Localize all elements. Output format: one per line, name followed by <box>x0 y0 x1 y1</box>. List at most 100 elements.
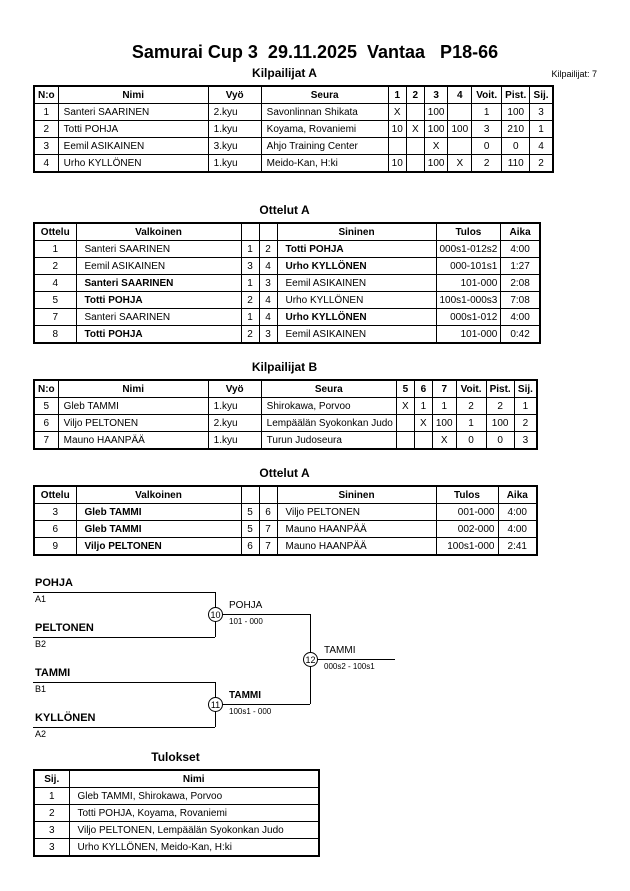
cell-r3: 100 <box>423 103 449 121</box>
cell-r4: 100 <box>447 120 473 138</box>
pool-a-heading: Kilpailijat A <box>252 66 317 80</box>
cell-white-no: 6 <box>240 537 260 556</box>
cell-result: 101-000 <box>435 325 502 344</box>
cell-wins: 1 <box>455 414 487 432</box>
col-result: Tulos <box>435 222 502 241</box>
col-club: Seura <box>260 379 397 398</box>
cell-belt: 1.kyu <box>207 120 262 138</box>
cell-r6: 1 <box>413 397 433 415</box>
col-r7: 7 <box>431 379 457 398</box>
cell-place: 3 <box>33 838 70 857</box>
cell-place: 3 <box>513 431 538 450</box>
col-blue: Sininen <box>276 222 437 241</box>
cell-result: 002-000 <box>435 520 499 538</box>
bracket-line <box>33 727 215 728</box>
cell-result: 000s1-012s2 <box>435 240 502 258</box>
cell-r4 <box>447 103 473 121</box>
cell-blue: Urho KYLLÖNEN <box>276 308 437 326</box>
col-r2: 2 <box>405 85 425 104</box>
cell-place: 2 <box>33 804 70 822</box>
header-row: Ottelu Valkoinen Sininen Tulos Aika <box>33 222 541 241</box>
cell-name: Totti POHJA, Koyama, Rovaniemi <box>68 804 320 822</box>
cell-blue: Mauno HAANPÄÄ <box>276 537 437 556</box>
cell-name: Eemil ASIKAINEN <box>57 137 209 155</box>
cell-wins: 2 <box>455 397 487 415</box>
table-row: 3 Viljo PELTONEN, Lempäälän Syokonkan Ju… <box>33 821 320 839</box>
table-row: 1 Santeri SAARINEN 1 2 Totti POHJA 000s1… <box>33 240 541 258</box>
cell-white-no: 3 <box>240 257 260 275</box>
cell-name: Mauno HAANPÄÄ <box>57 431 209 450</box>
table-row: 5 Totti POHJA 2 4 Urho KYLLÖNEN 100s1-00… <box>33 291 541 309</box>
cell-white: Totti POHJA <box>75 291 242 309</box>
cell-result: 100s1-000 <box>435 537 499 556</box>
matches-b-table: Ottelu Valkoinen Sininen Tulos Aika 3 Gl… <box>33 485 538 556</box>
col-match: Ottelu <box>33 485 77 504</box>
cell-r2 <box>405 103 425 121</box>
matches-a-table: Ottelu Valkoinen Sininen Tulos Aika 1 Sa… <box>33 222 541 344</box>
col-name: Nimi <box>57 379 209 398</box>
matches-b-heading-row: Ottelut A <box>33 466 536 481</box>
cell-club: Koyama, Rovaniemi <box>260 120 389 138</box>
bracket-entry-peltonen: PELTONEN <box>35 622 94 634</box>
cell-club: Ahjo Training Center <box>260 137 389 155</box>
cell-white: Santeri SAARINEN <box>75 308 242 326</box>
cell-r3: 100 <box>423 154 449 173</box>
cell-white-no: 1 <box>240 308 260 326</box>
cell-result: 001-000 <box>435 503 499 521</box>
cell-r1: X <box>387 103 407 121</box>
cell-match: 6 <box>33 520 77 538</box>
cell-blue: Mauno HAANPÄÄ <box>276 520 437 538</box>
cell-result: 101-000 <box>435 274 502 292</box>
col-wins: Voit. <box>471 85 503 104</box>
final-bracket: POHJA A1 PELTONEN B2 POHJA 101 - 000 10 … <box>33 572 593 744</box>
cell-club: Turun Judoseura <box>260 431 397 450</box>
cell-time: 0:42 <box>500 325 541 344</box>
cell-blue-no: 6 <box>258 503 278 521</box>
pool-a-table: N:o Nimi Vyö Seura 1 2 3 4 Voit. Pist. S… <box>33 85 554 173</box>
cell-place: 3 <box>529 103 554 121</box>
cell-match: 1 <box>33 240 77 258</box>
cell-blue-no: 2 <box>258 240 278 258</box>
cell-name: Viljo PELTONEN <box>57 414 209 432</box>
cell-blue: Urho KYLLÖNEN <box>276 257 437 275</box>
table-row: 5 Gleb TAMMI 1.kyu Shirokawa, Porvoo X 1… <box>33 397 538 415</box>
cell-blue: Eemil ASIKAINEN <box>276 274 437 292</box>
results-table: Sij. Nimi 1 Gleb TAMMI, Shirokawa, Porvo… <box>33 769 320 857</box>
cell-r7: 1 <box>431 397 457 415</box>
cell-belt: 2.kyu <box>207 414 262 432</box>
col-r1: 1 <box>387 85 407 104</box>
final-score: 000s2 - 100s1 <box>324 662 375 671</box>
page-title: Samurai Cup 3 29.11.2025 Vantaa P18-66 <box>131 42 499 62</box>
cell-match: 9 <box>33 537 77 556</box>
cell-blue: Urho KYLLÖNEN <box>276 291 437 309</box>
cell-result: 000-101s1 <box>435 257 502 275</box>
cell-no: 7 <box>33 431 59 450</box>
col-white: Valkoinen <box>75 222 242 241</box>
cell-white-no: 2 <box>240 325 260 344</box>
cell-name: Totti POHJA <box>57 120 209 138</box>
col-place: Sij. <box>529 85 554 104</box>
semi2-winner-label: TAMMI <box>229 690 262 701</box>
cell-r2 <box>405 137 425 155</box>
table-row: 3 Urho KYLLÖNEN, Meido-Kan, H:ki <box>33 838 320 857</box>
bracket-line <box>33 637 215 638</box>
table-row: 7 Mauno HAANPÄÄ 1.kyu Turun Judoseura X … <box>33 431 538 450</box>
cell-r7: 100 <box>431 414 457 432</box>
col-time: Aika <box>497 485 538 504</box>
table-row: 6 Gleb TAMMI 5 7 Mauno HAANPÄÄ 002-000 4… <box>33 520 538 538</box>
cell-name: Urho KYLLÖNEN <box>57 154 209 173</box>
col-r3: 3 <box>423 85 449 104</box>
bracket-line <box>33 682 215 683</box>
table-row: 4 Urho KYLLÖNEN 1.kyu Meido-Kan, H:ki 10… <box>33 154 554 173</box>
cell-belt: 3.kyu <box>207 137 262 155</box>
bracket-entry-tammi: TAMMI <box>35 667 71 679</box>
cell-match: 4 <box>33 274 77 292</box>
cell-blue: Totti POHJA <box>276 240 437 258</box>
pool-b-heading: Kilpailijat B <box>251 360 318 374</box>
col-white-no <box>240 485 260 504</box>
cell-time: 4:00 <box>497 520 538 538</box>
table-row: 1 Santeri SAARINEN 2.kyu Savonlinnan Shi… <box>33 103 554 121</box>
cell-white-no: 1 <box>240 240 260 258</box>
col-r5: 5 <box>395 379 415 398</box>
cell-blue-no: 7 <box>258 537 278 556</box>
